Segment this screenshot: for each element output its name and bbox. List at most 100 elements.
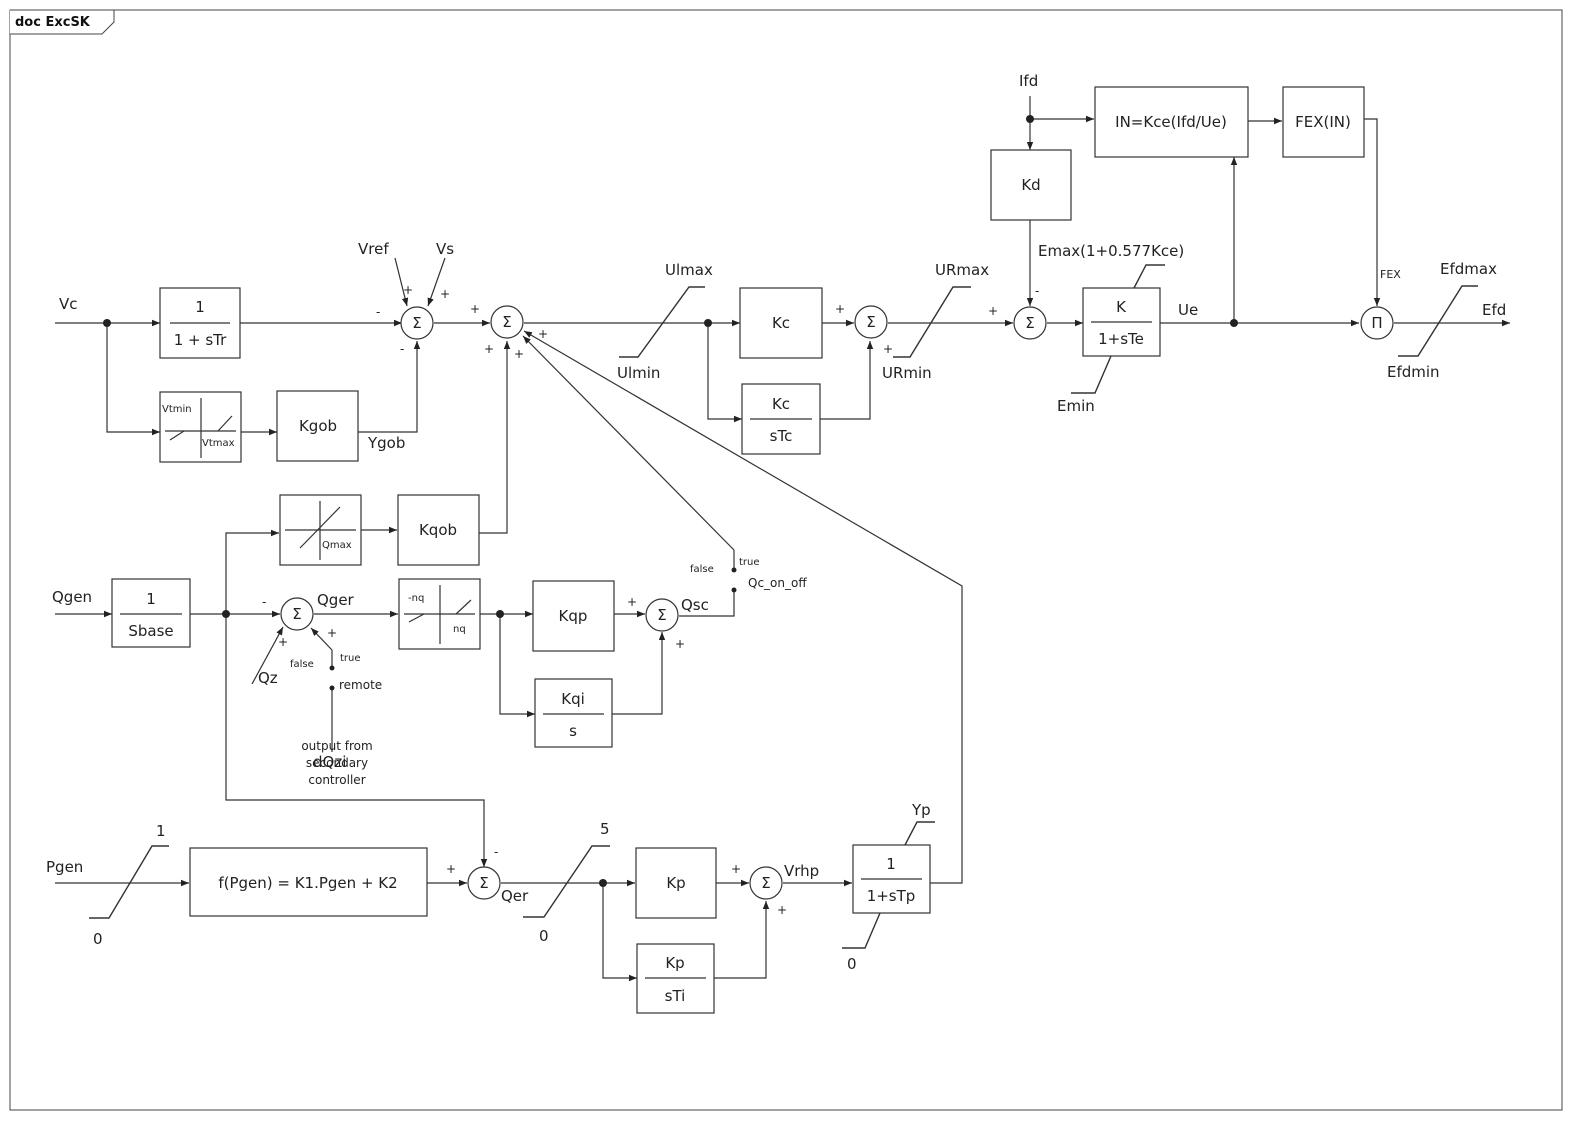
label-fex: FEX xyxy=(1380,268,1401,281)
sum-vref-symbol: Σ xyxy=(412,314,421,332)
switches: false true remote false true Qc_on_off xyxy=(290,557,807,692)
block-kgob-label: Kgob xyxy=(299,417,337,435)
label-yp: Yp xyxy=(911,801,931,819)
product-symbol: Π xyxy=(1371,314,1382,332)
label-qgen: Qgen xyxy=(52,588,92,606)
block-tr-num: 1 xyxy=(195,298,205,316)
sign-sum6-kqp: + xyxy=(627,595,637,609)
limit-urmax: URmax xyxy=(935,261,989,279)
sign-sum3-kc: + xyxy=(835,302,845,316)
block-kc-int-den: sTc xyxy=(770,427,793,445)
sum-qsc: Σ xyxy=(645,598,679,632)
wire-ulimit-kcint xyxy=(707,323,742,423)
sum-kc-symbol: Σ xyxy=(866,313,875,331)
block-fex: FEX(IN) xyxy=(1282,86,1365,158)
label-vrhp: Vrhp xyxy=(784,862,819,880)
limit-efdmin: Efdmin xyxy=(1387,363,1440,381)
wires xyxy=(55,96,1510,982)
wire-vref-sum1 xyxy=(394,257,409,307)
block-in-calc: IN=Kce(Ifd/Ue) xyxy=(1094,86,1249,158)
sign-sum2-qc: + xyxy=(514,347,524,361)
label-qsc: Qsc xyxy=(681,596,709,614)
sum-vref: Σ xyxy=(400,306,434,340)
limit-ulmax: Ulmax xyxy=(665,261,713,279)
sign-sum2-kqob: + xyxy=(484,342,494,356)
signal-labels: Vc Vref Vs Ygob Qgen Qger Qz dQzi output… xyxy=(46,72,1506,905)
switch-qc-true: true xyxy=(739,557,760,568)
product-junction: Π xyxy=(1360,306,1394,340)
sign-sum8-kp: + xyxy=(731,862,741,876)
wire-tp-sum2 xyxy=(523,330,963,884)
wire-ygob-sum1 xyxy=(358,341,421,433)
label-qer: Qer xyxy=(501,887,529,905)
junction-ifd xyxy=(1026,115,1034,123)
label-efd: Efd xyxy=(1482,301,1506,319)
block-kp-int-num: Kp xyxy=(665,954,684,972)
label-dqzi-note-1: output from xyxy=(301,739,372,753)
sum-vrhp: Σ xyxy=(749,866,783,900)
limit-emin: Emin xyxy=(1057,397,1095,415)
sum-kd-symbol: Σ xyxy=(1025,314,1034,332)
block-kd: Kd xyxy=(990,149,1072,221)
block-kp-int: Kp sTi xyxy=(636,943,715,1014)
block-kqi-den: s xyxy=(569,722,577,740)
label-qger: Qger xyxy=(317,591,355,609)
block-kqp-label: Kqp xyxy=(559,607,588,625)
switch-remote-false: false xyxy=(290,659,314,670)
block-kp-int-den: sTi xyxy=(665,987,686,1005)
limit-yp-min: 0 xyxy=(847,955,857,973)
sum-qsc-symbol: Σ xyxy=(657,606,666,624)
wire-kpint-sum8 xyxy=(714,901,770,979)
label-qz: Qz xyxy=(258,669,278,687)
diagram-frame xyxy=(9,9,1563,1111)
sign-sum1-tr: - xyxy=(376,305,380,319)
sign-labels: - + + - + + + + + + + - - + + + + + - + … xyxy=(262,283,1039,917)
junctions xyxy=(103,115,1238,887)
junction-qgen xyxy=(222,610,230,618)
block-kc-int: Kc sTc xyxy=(741,383,821,455)
switch-remote-name: remote xyxy=(339,678,382,692)
sign-sum1-ygob: - xyxy=(400,342,404,356)
sign-sum4-in: + xyxy=(988,304,998,318)
label-vc: Vc xyxy=(59,295,78,313)
wire-fex-product xyxy=(1364,118,1381,306)
sign-sum3-kcint: + xyxy=(883,342,893,356)
switch-remote: false true remote xyxy=(290,653,382,692)
sign-sum8-kpint: + xyxy=(777,903,787,917)
sum-qer-symbol: Σ xyxy=(479,874,488,892)
junction-ulimit xyxy=(704,319,712,327)
block-sbase-den: Sbase xyxy=(128,622,173,640)
wire-qz-sum5 xyxy=(251,626,284,685)
switch-qc-false: false xyxy=(690,564,714,575)
sum-qger-symbol: Σ xyxy=(292,605,301,623)
junction-ue xyxy=(1230,319,1238,327)
wire-sum6-qcswitch xyxy=(679,590,735,617)
block-tp-num: 1 xyxy=(886,855,896,873)
limiter-te xyxy=(1071,264,1165,394)
block-kc: Kc xyxy=(739,287,823,359)
sum-junctions: Σ Σ Σ Σ Π Σ Σ Σ xyxy=(280,305,1394,900)
sum-kd: Σ xyxy=(1013,306,1047,340)
block-fpgen-label: f(Pgen) = K1.Pgen + K2 xyxy=(218,874,397,892)
wire-node-qlimit xyxy=(225,529,279,614)
limit-qer-max: 5 xyxy=(600,820,610,838)
block-kqob-label: Kqob xyxy=(419,521,457,539)
block-sbase: 1 Sbase xyxy=(111,578,191,648)
sum-vrhp-symbol: Σ xyxy=(761,874,770,892)
sum-main-symbol: Σ xyxy=(502,313,511,331)
label-dqzi: dQzi xyxy=(313,753,346,771)
limit-emax: Emax(1+0.577Kce) xyxy=(1038,242,1184,260)
label-dqzi-note-3: controller xyxy=(308,773,365,787)
limiter-ul xyxy=(619,286,705,358)
block-q-limit: Qmax xyxy=(279,494,362,566)
block-kp: Kp xyxy=(635,847,717,919)
block-vt-deadband: Vtmin Vtmax xyxy=(159,391,242,463)
label-pgen: Pgen xyxy=(46,858,83,876)
limiter-tp xyxy=(842,821,935,949)
limiter-efd xyxy=(1398,285,1478,357)
switch-remote-true: true xyxy=(340,653,361,664)
block-kc-int-num: Kc xyxy=(772,395,790,413)
label-ygob: Ygob xyxy=(367,434,405,452)
label-vs: Vs xyxy=(436,240,454,258)
